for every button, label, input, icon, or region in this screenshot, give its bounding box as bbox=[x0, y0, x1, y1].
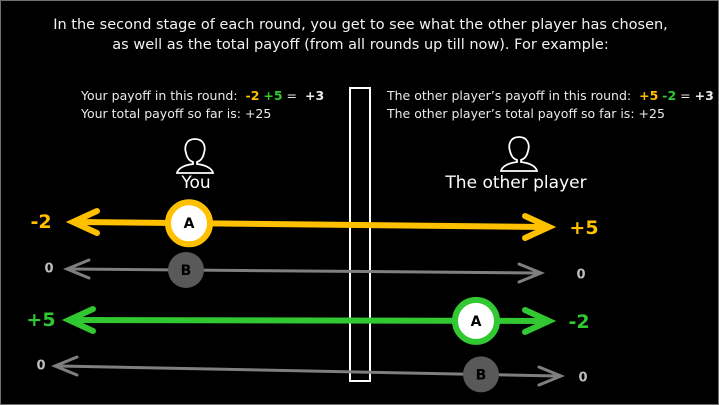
node-label: A bbox=[184, 216, 195, 232]
node-circle bbox=[165, 199, 213, 248]
other-player-person-icon bbox=[499, 136, 539, 172]
other-equals: = bbox=[680, 88, 691, 103]
intro-line-2: as well as the total payoff (from all ro… bbox=[112, 37, 609, 53]
right-arrowhead bbox=[522, 307, 557, 335]
left-payoff-value: 0 bbox=[44, 262, 53, 277]
right-arrowhead bbox=[522, 213, 557, 241]
payoff-line bbox=[69, 267, 539, 275]
payoff-row: 0 0 B bbox=[44, 252, 586, 289]
right-payoff-value: 0 bbox=[576, 268, 585, 283]
node-label: A bbox=[471, 314, 482, 330]
choice-node-a: A bbox=[452, 296, 500, 345]
other-total-prefix: The other player’s total payoff so far i… bbox=[387, 106, 635, 121]
left-payoff-value: +5 bbox=[26, 309, 55, 331]
other-term-2: -2 bbox=[662, 88, 677, 103]
right-payoff-value: -2 bbox=[568, 311, 589, 333]
right-payoff-value: 0 bbox=[578, 371, 587, 386]
other-total-value: +25 bbox=[638, 106, 665, 121]
node-label: B bbox=[181, 263, 192, 279]
your-round-prefix: Your payoff in this round: bbox=[81, 88, 238, 103]
other-total-payoff: The other player’s total payoff so far i… bbox=[387, 105, 714, 123]
your-term-1: -2 bbox=[245, 88, 260, 103]
node-circle bbox=[463, 356, 499, 393]
left-payoff-value: -2 bbox=[30, 211, 51, 233]
you-label: You bbox=[181, 173, 211, 193]
your-total-value: +25 bbox=[244, 106, 272, 121]
other-round-payoff: The other player’s payoff in this round:… bbox=[387, 87, 714, 105]
right-arrowhead bbox=[537, 365, 565, 387]
left-payoff-value: 0 bbox=[36, 359, 45, 374]
right-arrowhead bbox=[517, 262, 545, 284]
your-total-payoff: Your total payoff so far is: +25 bbox=[81, 105, 324, 123]
other-term-1: +5 bbox=[639, 88, 659, 103]
other-payoff-panel: The other player’s payoff in this round:… bbox=[387, 87, 714, 123]
node-circle bbox=[452, 296, 500, 345]
left-arrowhead bbox=[63, 258, 91, 280]
choice-node-b: B bbox=[463, 356, 499, 393]
intro-line-1: In the second stage of each round, you g… bbox=[53, 17, 668, 33]
payoff-line bbox=[74, 219, 548, 230]
node-label: B bbox=[476, 367, 487, 383]
node-circle bbox=[168, 252, 204, 289]
center-divider bbox=[349, 87, 371, 382]
your-total-prefix: Your total payoff so far is: bbox=[81, 106, 241, 121]
your-round-payoff: Your payoff in this round: -2 +5 = +3 bbox=[81, 87, 324, 105]
left-arrowhead bbox=[61, 306, 96, 334]
other-round-prefix: The other player’s payoff in this round: bbox=[387, 88, 632, 103]
payoff-row: +5 -2 A bbox=[26, 296, 590, 345]
your-payoff-panel: Your payoff in this round: -2 +5 = +3 Yo… bbox=[81, 87, 324, 123]
payoff-row: -2 +5 A bbox=[30, 199, 599, 248]
your-round-result: +3 bbox=[304, 88, 325, 103]
other-player-label: The other player bbox=[445, 173, 587, 193]
your-term-2: +5 bbox=[263, 88, 283, 103]
left-arrowhead bbox=[65, 208, 100, 236]
you-person-icon bbox=[175, 138, 215, 174]
payoff-row: 00B bbox=[36, 355, 588, 393]
left-arrowhead bbox=[51, 355, 79, 377]
choice-node-a: A bbox=[165, 199, 213, 248]
choice-node-b: B bbox=[168, 252, 204, 289]
your-equals: = bbox=[286, 88, 298, 103]
other-round-result: +3 bbox=[694, 88, 714, 103]
intro-text: In the second stage of each round, you g… bbox=[1, 15, 719, 55]
right-payoff-value: +5 bbox=[569, 217, 598, 239]
